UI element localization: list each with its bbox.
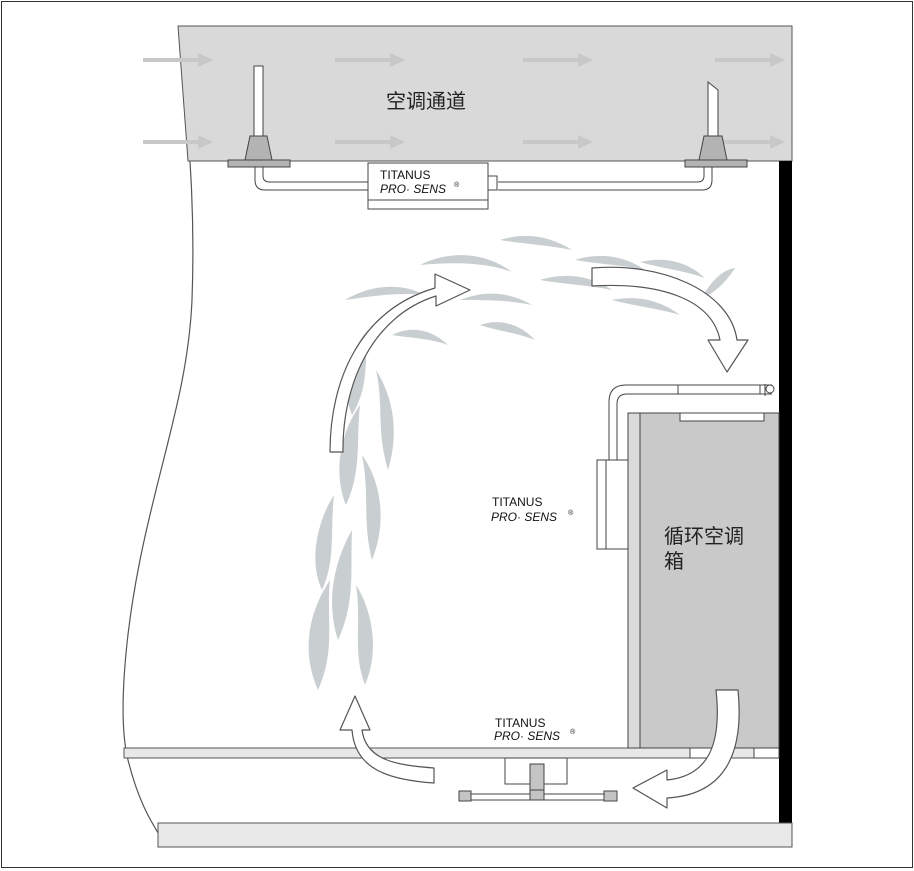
arrow-down-right-icon bbox=[591, 266, 749, 373]
cabinet-label-line2: 箱 bbox=[664, 549, 684, 573]
duct-sampling-pipes bbox=[254, 167, 713, 191]
duct-arrow-icon bbox=[143, 53, 213, 67]
sensor-cabinet-model: PRO· SENS bbox=[491, 510, 557, 524]
sensor-floor-model: PRO· SENS bbox=[494, 729, 560, 743]
sensor-duct-model: PRO· SENS bbox=[380, 182, 446, 196]
air-duct bbox=[177, 25, 793, 162]
sensor-duct-mark: ® bbox=[454, 181, 460, 189]
arrow-cabinet-down-icon bbox=[632, 689, 740, 809]
duct-arrow-icon bbox=[523, 135, 593, 149]
right-wall bbox=[779, 161, 792, 823]
raised-floor bbox=[123, 747, 780, 759]
room-boundary-curve bbox=[122, 29, 194, 837]
cabinet-sampling-pipe bbox=[608, 384, 775, 460]
sensor-cabinet-brand: TITANUS bbox=[492, 495, 542, 509]
duct-arrow-icon bbox=[715, 53, 785, 67]
air-conditioning-cabinet: 循环空调 箱 bbox=[627, 412, 780, 759]
circulation-arrows bbox=[329, 266, 749, 809]
duct-arrow-icon bbox=[143, 135, 213, 149]
duct-arrow-icon bbox=[335, 53, 405, 67]
duct-arrow-icon bbox=[335, 135, 405, 149]
sensor-duct-brand: TITANUS bbox=[380, 168, 430, 182]
arrow-up-left-icon bbox=[329, 273, 471, 453]
sensor-duct: TITANUS PRO· SENS ® bbox=[367, 162, 498, 210]
subfloor bbox=[157, 822, 793, 848]
duct-arrow-icon bbox=[523, 53, 593, 67]
arrow-floor-up-icon bbox=[339, 695, 435, 784]
duct-arrow-icon bbox=[715, 135, 785, 149]
sensor-cabinet: TITANUS PRO· SENS ® bbox=[491, 459, 629, 550]
duct-airflow-arrows bbox=[143, 53, 785, 149]
smoke-plumes bbox=[308, 235, 735, 690]
sensor-cabinet-mark: ® bbox=[568, 509, 574, 517]
duct-label: 空调通道 bbox=[386, 89, 466, 113]
sensor-floor: TITANUS PRO· SENS ® bbox=[494, 716, 576, 743]
duct-sampling-fitting-right bbox=[684, 80, 748, 168]
duct-sampling-fitting-left bbox=[227, 65, 291, 168]
cabinet-label-line1: 循环空调 bbox=[664, 524, 744, 548]
sensor-floor-mark: ® bbox=[570, 728, 576, 736]
sensor-floor-brand: TITANUS bbox=[495, 716, 545, 730]
floor-sampling-assembly bbox=[458, 757, 618, 802]
